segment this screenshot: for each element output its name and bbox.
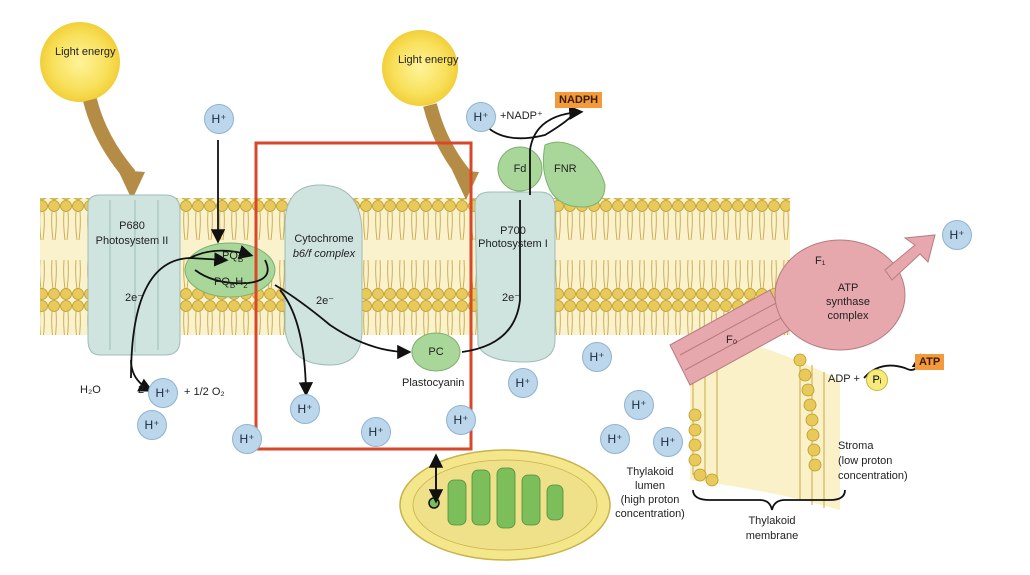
adp-plus-label: ADP + [828, 373, 860, 385]
fnr-label: FNR [554, 163, 577, 175]
light-energy-label-2: Light energy [398, 54, 459, 66]
h-ion: H⁺ [466, 102, 496, 132]
two-label: 2 [138, 384, 145, 396]
electron-label-1: 2e⁻ [125, 292, 144, 304]
membrane-label-2: membrane [745, 530, 799, 542]
h-ion: H⁺ [942, 220, 972, 250]
electron-label-2: 2e⁻ [316, 295, 335, 307]
pi-circle: Pᵢ [866, 369, 888, 391]
photosystem-i-label: Photosystem I [478, 238, 548, 250]
pc-label: PC [428, 346, 444, 358]
h2o-label: H₂O [80, 384, 101, 396]
h-ion: H⁺ [508, 368, 538, 398]
atp-tag: ATP [915, 354, 945, 370]
photosystem-ii-label: Photosystem II [95, 235, 169, 247]
pqb-label: PQB [222, 250, 244, 265]
half-o2-label: + 1/2 O₂ [184, 386, 225, 398]
atp-synthase-complex [669, 234, 936, 386]
highlight-box [254, 141, 473, 451]
lumen-label-2: lumen [635, 480, 665, 492]
cytochrome-label: Cytochrome [294, 233, 354, 245]
atp-synthase-label-1: ATP [837, 282, 859, 294]
membrane-label-1: Thylakoid [748, 515, 796, 527]
atp-synthase-label-2: synthase [825, 296, 871, 308]
p700-label: P700 [500, 225, 526, 237]
h-ion: H⁺ [137, 410, 167, 440]
h-ion: H⁺ [653, 427, 683, 457]
p680-label: P680 [119, 220, 145, 232]
b6f-complex-label: b6/f complex [292, 248, 356, 260]
h-ion: H⁺ [290, 394, 320, 424]
stroma-label-1: Stroma [838, 440, 874, 452]
photosystem-ii [87, 194, 181, 356]
h-ion: H⁺ [148, 378, 178, 408]
fd-carrier [497, 146, 543, 192]
h-ion: H⁺ [446, 405, 476, 435]
chloroplast [399, 449, 611, 561]
fd-label: Fd [513, 163, 527, 175]
light-energy-label-1: Light energy [55, 46, 116, 58]
stroma-label-2: (low proton [838, 455, 893, 467]
h-ion: H⁺ [624, 390, 654, 420]
nadp-plus-label: +NADP⁺ [500, 110, 543, 122]
f0-label: F₀ [726, 334, 738, 346]
h-ion: H⁺ [582, 342, 612, 372]
lumen-label-3: (high proton [620, 494, 680, 506]
light-energy-sun-1 [40, 22, 145, 200]
h-ion: H⁺ [361, 417, 391, 447]
f1-label: F₁ [815, 255, 826, 267]
plastocyanin-carrier [411, 332, 461, 372]
fnr-carrier [542, 141, 606, 208]
nadph-tag: NADPH [555, 92, 603, 108]
lumen-label-1: Thylakoid [626, 466, 674, 478]
h-ion: H⁺ [232, 424, 262, 454]
plastocyanin-label: Plastocyanin [402, 377, 465, 389]
electron-flow-arrows [130, 105, 926, 511]
h-ion: H⁺ [204, 104, 234, 134]
photosystem-i [474, 191, 556, 363]
h-ion: H⁺ [600, 424, 630, 454]
pqbh2-label: PQBH2 [214, 276, 248, 291]
stroma-label-3: concentration) [838, 470, 908, 482]
electron-label-3: 2e⁻ [502, 292, 521, 304]
lumen-label-4: concentration) [615, 508, 685, 520]
atp-synthase-label-3: complex [827, 310, 869, 322]
